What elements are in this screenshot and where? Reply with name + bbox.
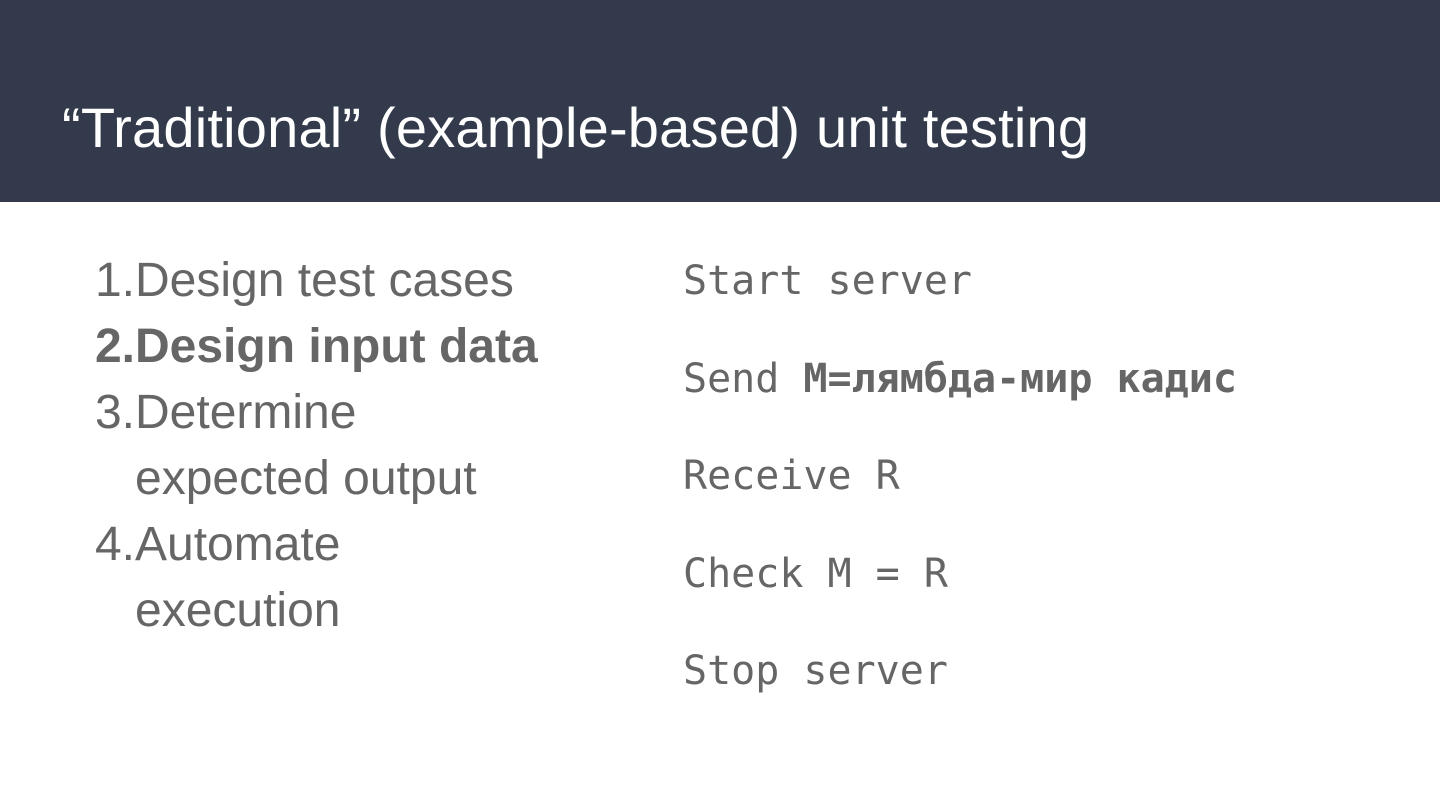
step-item-1: 1. Design test cases: [58, 248, 638, 314]
step-text: Automate execution: [135, 518, 341, 637]
step-item-3: 3. Determine expected output: [58, 380, 638, 512]
code-line-send: Send M=лямбда-мир кадис: [683, 350, 1423, 448]
step-number: 3.: [94, 386, 135, 439]
code-line-check: Check M = R: [683, 550, 948, 597]
code-line-start-server: Start server: [683, 258, 972, 304]
slide-title: “Traditional” (example-based) unit testi…: [62, 96, 1090, 159]
code-send-value: M=лямбда-мир кадис: [803, 355, 1237, 402]
step-item-4: 4. Automate execution: [58, 512, 638, 644]
code-send-keyword: Send: [683, 355, 804, 402]
step-number: 2.: [94, 320, 135, 373]
step-list: 1. Design test cases 2. Design input dat…: [58, 248, 638, 644]
step-number: 4.: [94, 518, 135, 571]
code-line-receive: Receive R: [683, 453, 900, 499]
step-text: Determine expected output: [135, 386, 477, 505]
code-line-stop-server: Stop server: [683, 648, 948, 694]
pseudocode-block: Start server Send M=лямбда-мир кадис Rec…: [683, 252, 1423, 740]
step-text: Design test cases: [135, 254, 514, 307]
slide-header: “Traditional” (example-based) unit testi…: [0, 0, 1440, 202]
step-text: Design input data: [135, 320, 538, 373]
step-number: 1.: [94, 254, 135, 307]
step-item-2: 2. Design input data: [58, 314, 638, 380]
